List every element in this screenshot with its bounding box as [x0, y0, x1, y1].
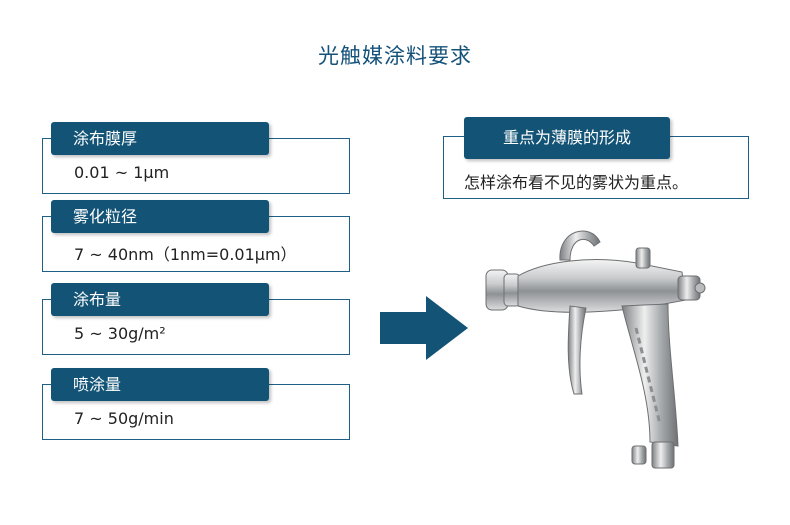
spec-value: 7 ~ 40nm（1nm=0.01μm）	[74, 245, 297, 264]
spec-label: 雾化粒径	[51, 200, 269, 233]
spec-value: 5 ~ 30g/m²	[74, 324, 166, 343]
page-title: 光触媒涂料要求	[318, 44, 472, 68]
focus-card: 重点为薄膜的形成 怎样涂布看不见的雾状为重点。	[443, 117, 749, 199]
spec-card-film-thickness: 涂布膜厚 0.01 ~ 1μm	[42, 122, 350, 194]
spec-label: 涂布膜厚	[51, 122, 269, 155]
focus-text: 怎样涂布看不见的雾状为重点。	[464, 173, 689, 192]
spec-card-coating-amount: 涂布量 5 ~ 30g/m²	[42, 283, 350, 355]
spec-label: 喷涂量	[51, 368, 269, 401]
spec-label: 涂布量	[51, 283, 269, 316]
focus-label: 重点为薄膜的形成	[464, 117, 670, 159]
spec-card-particle-size: 雾化粒径 7 ~ 40nm（1nm=0.01μm）	[42, 200, 350, 272]
spec-card-spray-amount: 喷涂量 7 ~ 50g/min	[42, 368, 350, 440]
spec-value: 0.01 ~ 1μm	[74, 163, 170, 182]
spray-gun-image	[485, 230, 706, 469]
arrow-right-icon	[380, 296, 468, 360]
spec-value: 7 ~ 50g/min	[74, 409, 174, 428]
